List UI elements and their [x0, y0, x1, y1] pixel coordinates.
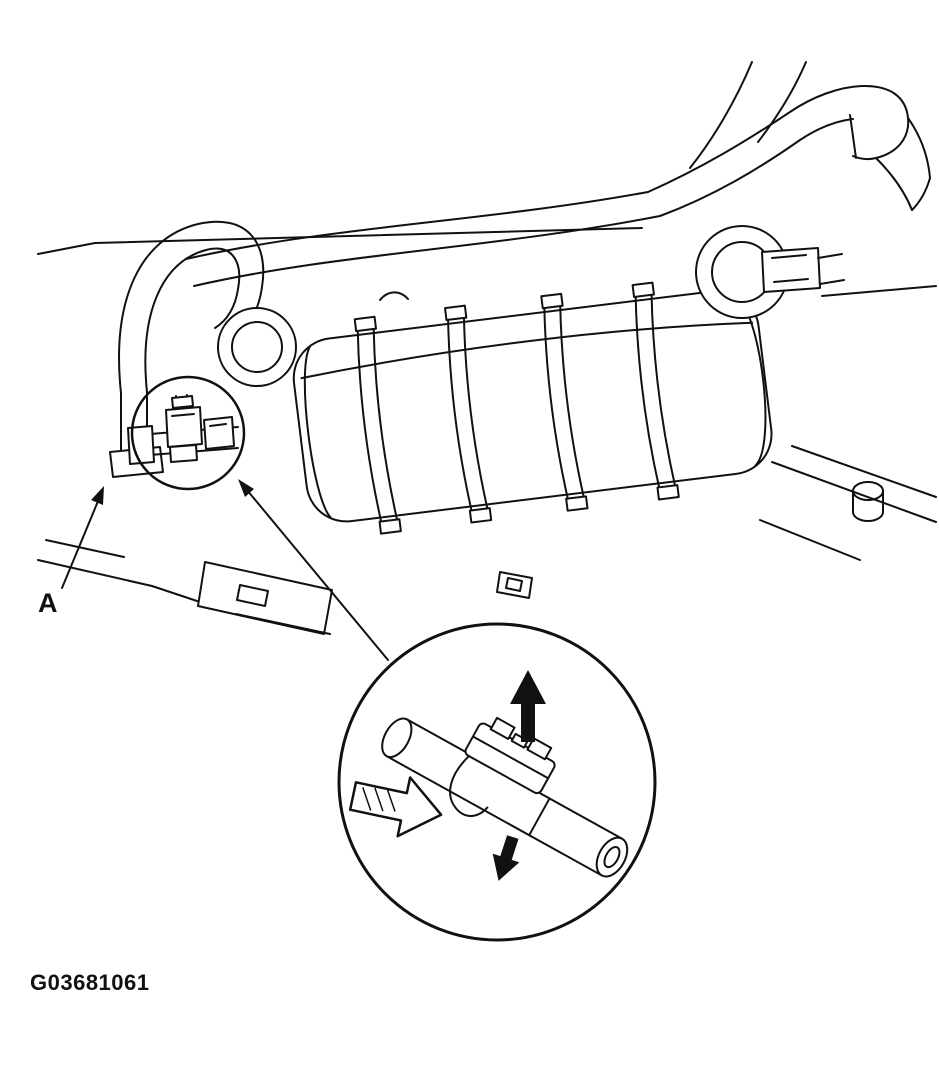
middle-hose — [185, 191, 661, 301]
underbody-lines — [37, 227, 937, 615]
fitting-highlight-circle — [130, 375, 246, 491]
mounting-bracket — [197, 561, 533, 635]
detail-leader-arrow — [238, 479, 389, 661]
up-arrow-icon — [510, 670, 546, 742]
canister-port — [217, 307, 297, 387]
right-port — [695, 225, 845, 319]
detail-view — [348, 670, 629, 881]
upper-hose — [647, 61, 931, 217]
canister-body — [292, 281, 773, 535]
callout-label-a: A — [38, 588, 58, 618]
down-arrow-icon — [492, 835, 520, 881]
detail-tube-and-clip — [381, 716, 629, 878]
quick-connect-fitting — [127, 394, 239, 465]
callout-a-arrow — [61, 486, 104, 589]
push-arrow-icon — [348, 776, 443, 838]
retainer-tab — [449, 755, 489, 817]
figure-id-caption: G03681061 — [30, 970, 150, 995]
